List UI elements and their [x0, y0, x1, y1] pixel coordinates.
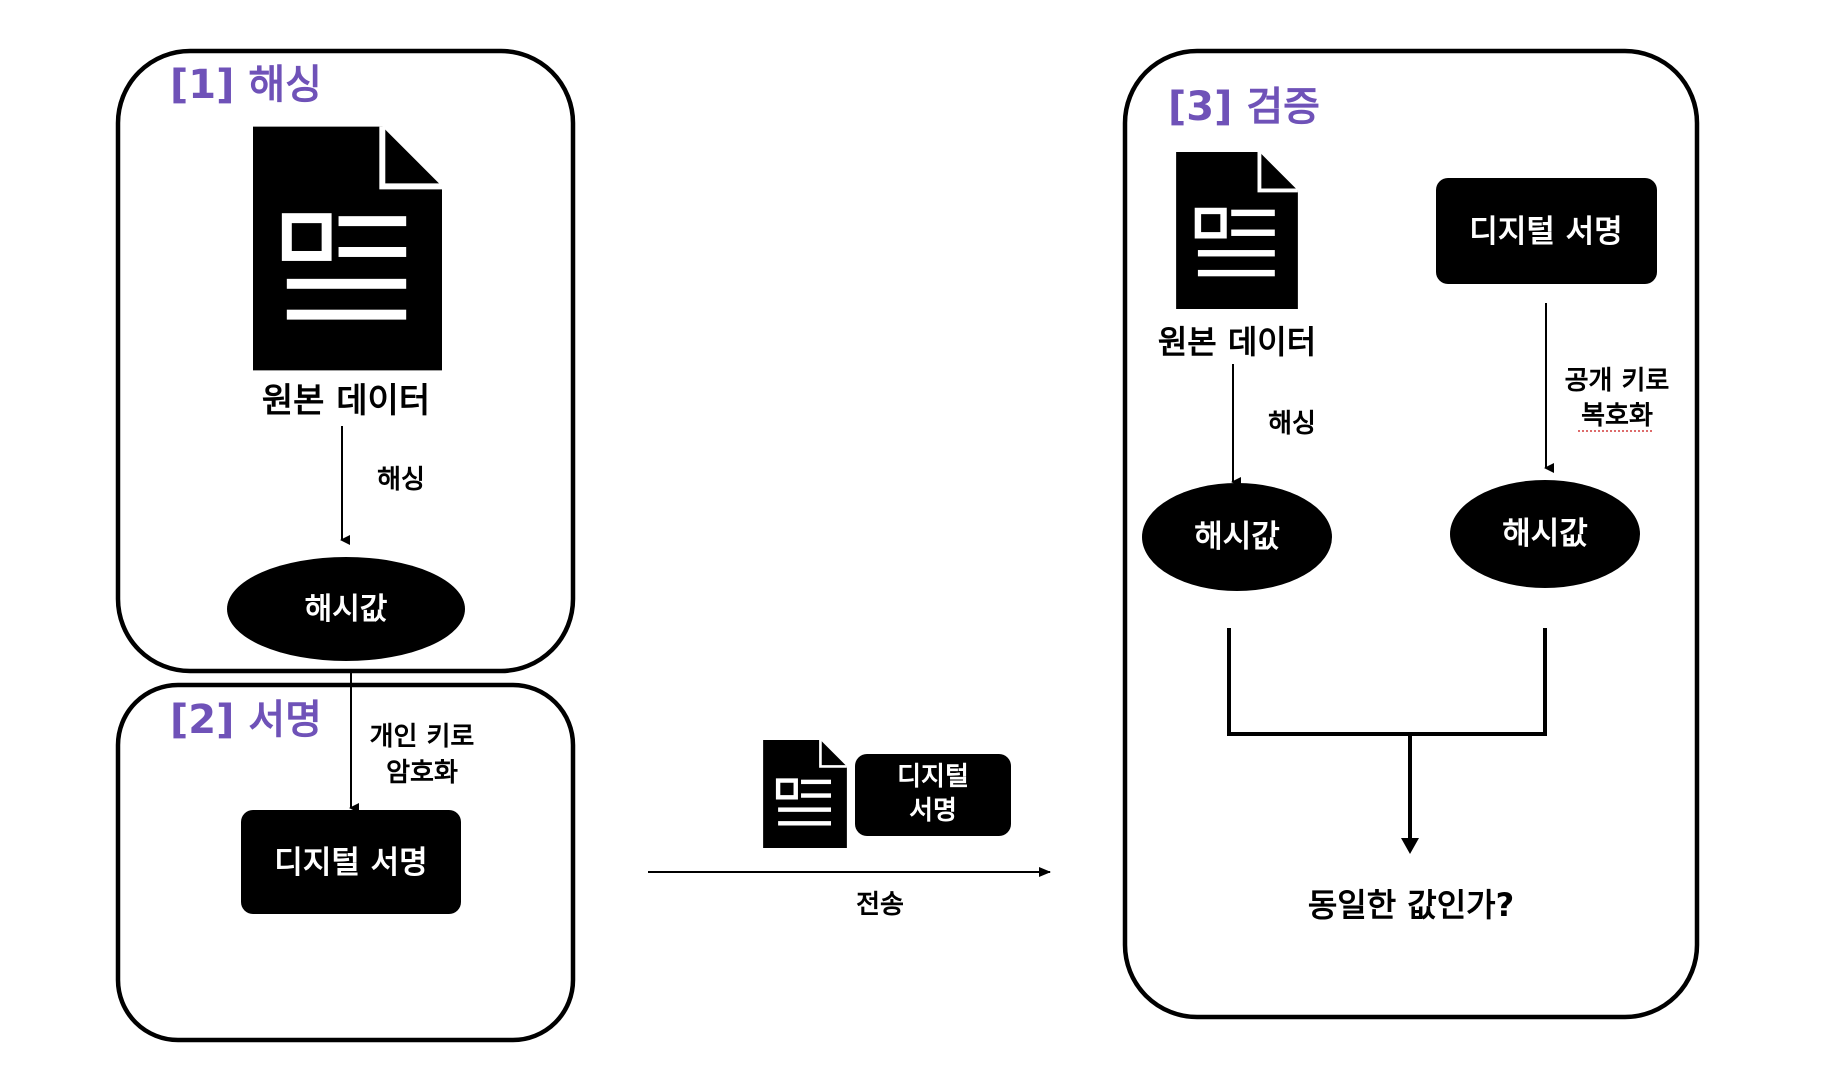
right-hash-value-label: 해시값: [1502, 516, 1588, 552]
signing-panel-title: [2] 서명: [170, 697, 322, 743]
transmitted-signature-line2: 서명: [909, 796, 957, 826]
left-hash-value-label: 해시값: [1194, 519, 1280, 555]
document-icon: [1176, 152, 1298, 309]
hash-value-label: 해시값: [305, 592, 388, 627]
document-icon: [763, 740, 847, 848]
hashing-panel: [1] 해싱 원본 데이터 해싱 해시값: [115, 48, 576, 674]
transmission: 디지털 서명 전송: [648, 740, 1051, 920]
transmission-label: 전송: [856, 890, 904, 920]
original-data-label: 원본 데이터: [262, 381, 430, 421]
hash-value-node: [227, 557, 465, 661]
verification-hashing-label: 해싱: [1268, 409, 1316, 439]
verification-panel: [3] 검증 원본 데이터 디지털 서명 해싱 공개 키로 복호화 해시값 해시…: [1122, 48, 1700, 1020]
signing-panel: [2] 서명 개인 키로 암호화 디지털 서명: [115, 672, 576, 1043]
digital-signature-node: [241, 810, 461, 914]
comparison-connector: [1227, 628, 1547, 736]
right-hash-value-node: [1450, 480, 1640, 588]
encrypt-label-line2: 암호화: [386, 758, 458, 788]
decrypt-label-line2: 복호화: [1581, 401, 1653, 431]
hashing-arrow-label: 해싱: [377, 465, 425, 495]
left-hash-value-node: [1142, 483, 1332, 591]
encrypt-label-line1: 개인 키로: [370, 722, 475, 752]
digital-signature-label: 디지털 서명: [274, 845, 427, 881]
decrypt-label-line1: 공개 키로: [1565, 366, 1670, 396]
transmitted-signature-node: [855, 754, 1011, 836]
comparison-question: 동일한 값인가?: [1308, 886, 1514, 924]
verification-original-data-label: 원본 데이터: [1158, 323, 1316, 361]
hashing-panel-title: [1] 해싱: [170, 62, 322, 108]
comparison-arrowhead: [1401, 838, 1419, 854]
transmitted-signature-line1: 디지털: [897, 762, 969, 792]
verification-signature-node: [1436, 178, 1657, 284]
document-icon: [253, 127, 442, 371]
verification-panel-title: [3] 검증: [1168, 84, 1320, 130]
verification-signature-label: 디지털 서명: [1469, 214, 1622, 250]
